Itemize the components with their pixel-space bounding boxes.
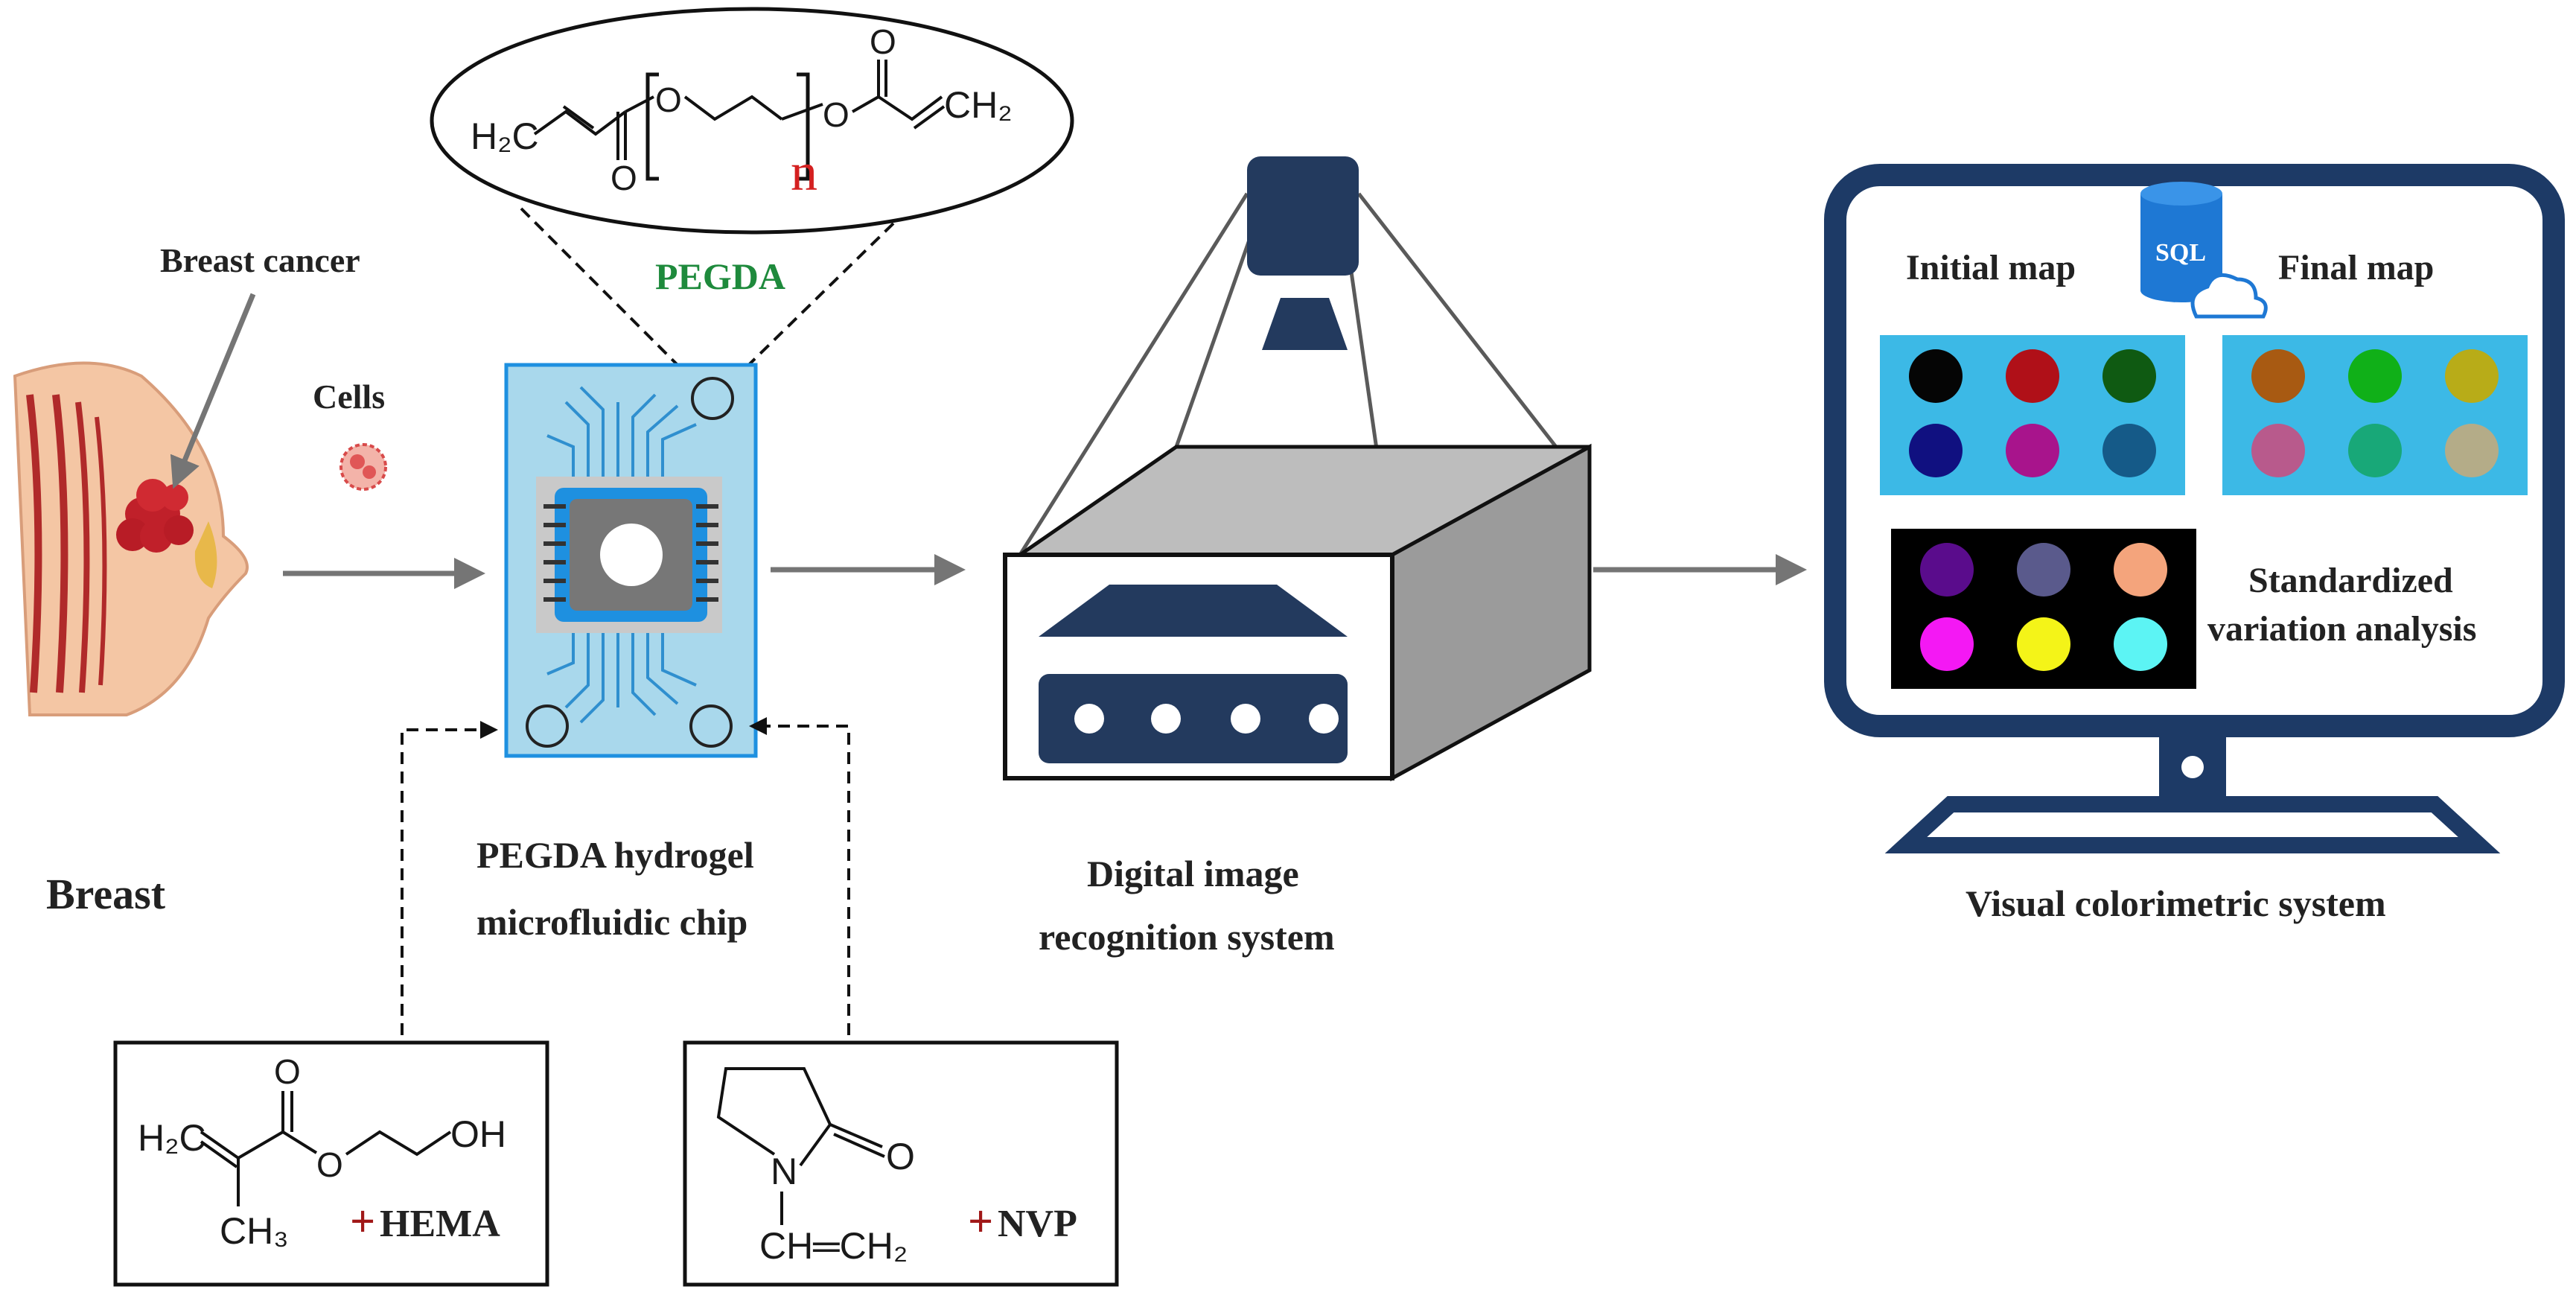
initial-map-swatch-4 [1909, 424, 1963, 477]
hema-structure-box: H₂C O O OH CH₃ + HEMA [113, 1040, 549, 1287]
svg-text:CH═CH₂: CH═CH₂ [759, 1225, 908, 1267]
final-map-swatch-6 [2445, 424, 2499, 477]
standardized-label-line1: Standardized [2248, 561, 2453, 600]
svg-text:H₂C: H₂C [471, 115, 539, 157]
breast-cancer-label: Breast cancer [160, 241, 360, 279]
svg-text:O: O [870, 22, 896, 61]
nvp-structure-box: N O CH═CH₂ + NVP [683, 1040, 1119, 1287]
breast-illustration [13, 361, 249, 716]
image-recognition-machine [1003, 156, 1592, 782]
hema-feed-line [401, 721, 498, 1035]
standardized-map-swatch-6 [2114, 617, 2167, 671]
svg-text:O: O [823, 95, 849, 134]
initial-map-swatch-3 [2102, 349, 2156, 403]
svg-text:+: + [350, 1197, 375, 1246]
dirs-label-line2: recognition system [1039, 916, 1335, 958]
svg-text:OH: OH [450, 1113, 506, 1155]
final-map-swatch-1 [2251, 349, 2305, 403]
microfluidic-chip [504, 363, 758, 758]
sql-database-icon: SQL [2140, 182, 2268, 319]
final-map-swatch-2 [2348, 349, 2402, 403]
svg-text:O: O [886, 1136, 915, 1177]
standardized-label-line2: variation analysis [2207, 609, 2476, 649]
nvp-label: NVP [998, 1203, 1077, 1245]
final-map-swatch-5 [2348, 424, 2402, 477]
pegda-n-subscript: n [791, 142, 817, 202]
nvp-feed-line [749, 717, 850, 1035]
cells-icon [339, 443, 387, 491]
svg-text:SQL: SQL [2155, 239, 2206, 267]
svg-text:O: O [655, 80, 682, 119]
initial-map-title: Initial map [1906, 248, 2076, 287]
tumor-cluster [116, 479, 194, 553]
svg-text:CH₃: CH₃ [220, 1210, 289, 1252]
chip-label-line2: microfluidic chip [476, 901, 747, 943]
pegda-label: PEGDA [655, 255, 785, 297]
final-map-swatch-3 [2445, 349, 2499, 403]
initial-map-swatch-2 [2006, 349, 2059, 403]
initial-map-swatch-1 [1909, 349, 1963, 403]
svg-text:CH₂: CH₂ [944, 84, 1013, 126]
standardized-map-swatch-1 [1920, 543, 1974, 597]
standardized-map-swatch-2 [2017, 543, 2070, 597]
camera-icon [1247, 156, 1359, 350]
zoom-line-right [728, 222, 895, 385]
chip-label-line1: PEGDA hydrogel [476, 834, 754, 876]
final-map-swatches [2251, 349, 2499, 477]
standardized-map-swatch-4 [1920, 617, 1974, 671]
standardized-map-swatch-5 [2017, 617, 2070, 671]
svg-text:H₂C: H₂C [138, 1117, 206, 1159]
svg-text:+: + [968, 1197, 993, 1246]
pegda-structure: H₂C O O n O O CH₂ [430, 7, 1074, 235]
svg-text:O: O [316, 1145, 343, 1184]
vcs-label: Visual colorimetric system [1966, 882, 2386, 924]
hema-label: HEMA [380, 1203, 500, 1245]
initial-map-swatch-5 [2006, 424, 2059, 477]
standardized-map-swatch-3 [2114, 543, 2167, 597]
initial-map-swatch-6 [2102, 424, 2156, 477]
svg-text:N: N [771, 1151, 797, 1192]
svg-text:O: O [610, 159, 637, 197]
breast-label: Breast [46, 870, 166, 918]
final-map-title: Final map [2278, 248, 2434, 287]
standardized-map-swatches [1920, 543, 2167, 671]
tumor-pointer-arrow [170, 293, 256, 489]
dirs-label-line1: Digital image [1087, 853, 1299, 894]
cells-label: Cells [313, 378, 385, 416]
final-map-swatch-4 [2251, 424, 2305, 477]
svg-text:O: O [274, 1052, 301, 1091]
initial-map-swatches [1909, 349, 2156, 477]
